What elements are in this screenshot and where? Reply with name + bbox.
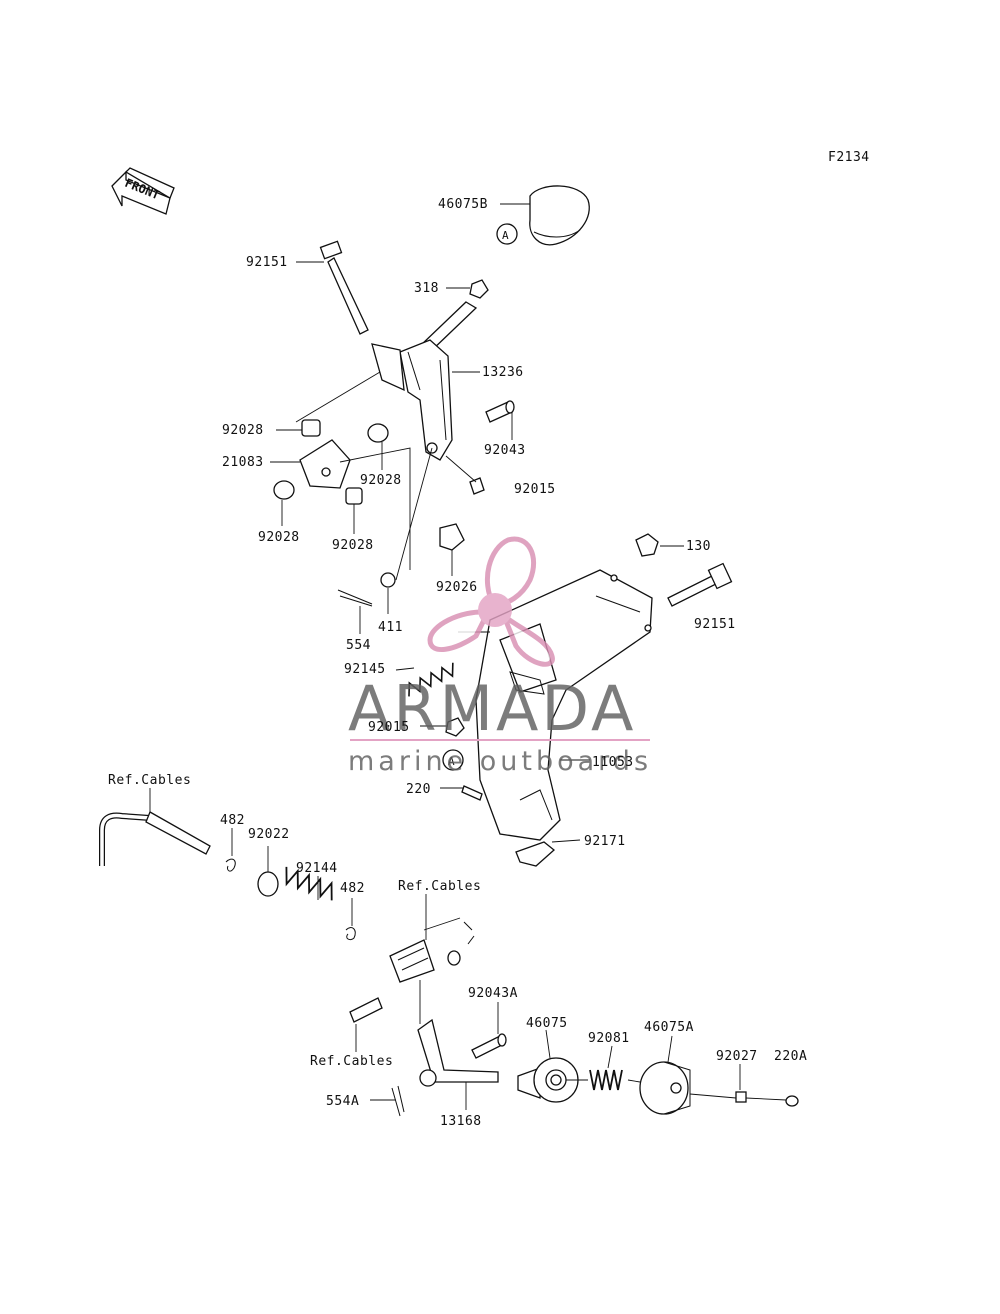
bushing-holder-21083	[299, 439, 351, 489]
part-labels: 46075B 318 92151 13236 92043 92028 21083…	[108, 197, 807, 1129]
spring-92144	[285, 866, 333, 901]
label-482-a: 482	[220, 813, 245, 828]
pin-92043	[485, 400, 515, 423]
label-92171: 92171	[584, 834, 626, 849]
label-92043: 92043	[484, 443, 526, 458]
screw-220	[461, 785, 483, 801]
label-411: 411	[378, 620, 403, 635]
callout-a-top: A	[496, 223, 518, 245]
cable-pin-lower	[349, 997, 383, 1023]
bushing-92028-d	[273, 480, 295, 500]
label-ref-cables-mid: Ref.Cables	[398, 879, 481, 894]
lever-bracket	[371, 343, 405, 392]
label-ref-cables-top: Ref.Cables	[108, 773, 191, 788]
leader-lines	[149, 203, 787, 1110]
cup-46075a	[639, 1061, 691, 1115]
washer-92022	[257, 871, 279, 897]
spring-92081	[589, 1069, 623, 1091]
bushing-92028-b	[367, 423, 389, 443]
label-482-b: 482	[340, 881, 365, 896]
cable-ref-left	[99, 812, 151, 866]
clip-482-a	[225, 858, 236, 872]
label-92022: 92022	[248, 827, 290, 842]
nut-92015-upper	[469, 477, 485, 495]
label-92028-c: 92028	[258, 530, 300, 545]
washer-411	[380, 572, 396, 588]
bolt-92151-top	[319, 240, 369, 335]
watermark-brand: ARMADA	[348, 672, 636, 745]
cable-end-fitting	[389, 939, 435, 983]
cup-46075	[517, 1057, 579, 1103]
knob-46075b	[529, 185, 590, 246]
svg-text:A: A	[502, 229, 509, 242]
label-92151-top: 92151	[246, 255, 288, 270]
label-46075b: 46075B	[438, 197, 488, 212]
clip-92026	[439, 523, 465, 551]
label-46075: 46075	[526, 1016, 568, 1031]
label-92028-b: 92028	[360, 473, 402, 488]
label-92028-d: 92028	[332, 538, 374, 553]
label-13236: 13236	[482, 365, 524, 380]
svg-text:A: A	[448, 755, 455, 768]
label-92145: 92145	[344, 662, 386, 677]
clip-92171	[515, 841, 556, 867]
label-11053: 11053	[592, 755, 634, 770]
label-318: 318	[414, 281, 439, 296]
clip-482-b	[345, 927, 356, 941]
label-92027: 92027	[716, 1049, 758, 1064]
label-220: 220	[406, 782, 431, 797]
label-92026: 92026	[436, 580, 478, 595]
nut-92015-lower	[445, 717, 465, 737]
label-92015-upper: 92015	[514, 482, 556, 497]
bolt-92151-mid	[667, 562, 733, 607]
label-ref-cables-bottom: Ref.Cables	[310, 1054, 393, 1069]
label-554a: 554A	[326, 1094, 359, 1109]
label-92043a: 92043A	[468, 986, 518, 1001]
nut-92027	[735, 1091, 747, 1103]
figure-id: F2134	[828, 150, 870, 165]
label-92151-mid: 92151	[694, 617, 736, 632]
label-46075a: 46075A	[644, 1020, 694, 1035]
screw-220a	[785, 1095, 799, 1107]
spring-92145	[408, 662, 454, 697]
pin-92043a	[471, 1033, 507, 1059]
label-220a: 220A	[774, 1049, 807, 1064]
cotter-pin-554a	[391, 1085, 405, 1117]
bolt-130	[635, 533, 659, 557]
label-92028-a: 92028	[222, 423, 264, 438]
label-92081: 92081	[588, 1031, 630, 1046]
front-arrow-icon: FRONT	[111, 167, 175, 215]
label-13168: 13168	[440, 1114, 482, 1129]
label-554: 554	[346, 638, 371, 653]
shift-lever-13236	[399, 339, 453, 461]
nut-318	[469, 279, 489, 299]
bushing-92028-c	[345, 487, 363, 505]
label-92015-lower: 92015	[368, 720, 410, 735]
bushing-92028-a	[301, 419, 321, 437]
label-130: 130	[686, 539, 711, 554]
callout-a-bottom: A	[442, 749, 464, 771]
watermark-tagline: marine outboards	[348, 746, 652, 777]
label-21083: 21083	[222, 455, 264, 470]
armada-logo-icon	[427, 536, 555, 667]
watermark-rule	[350, 739, 650, 741]
label-92144: 92144	[296, 861, 338, 876]
cotter-pin-554	[337, 589, 373, 607]
